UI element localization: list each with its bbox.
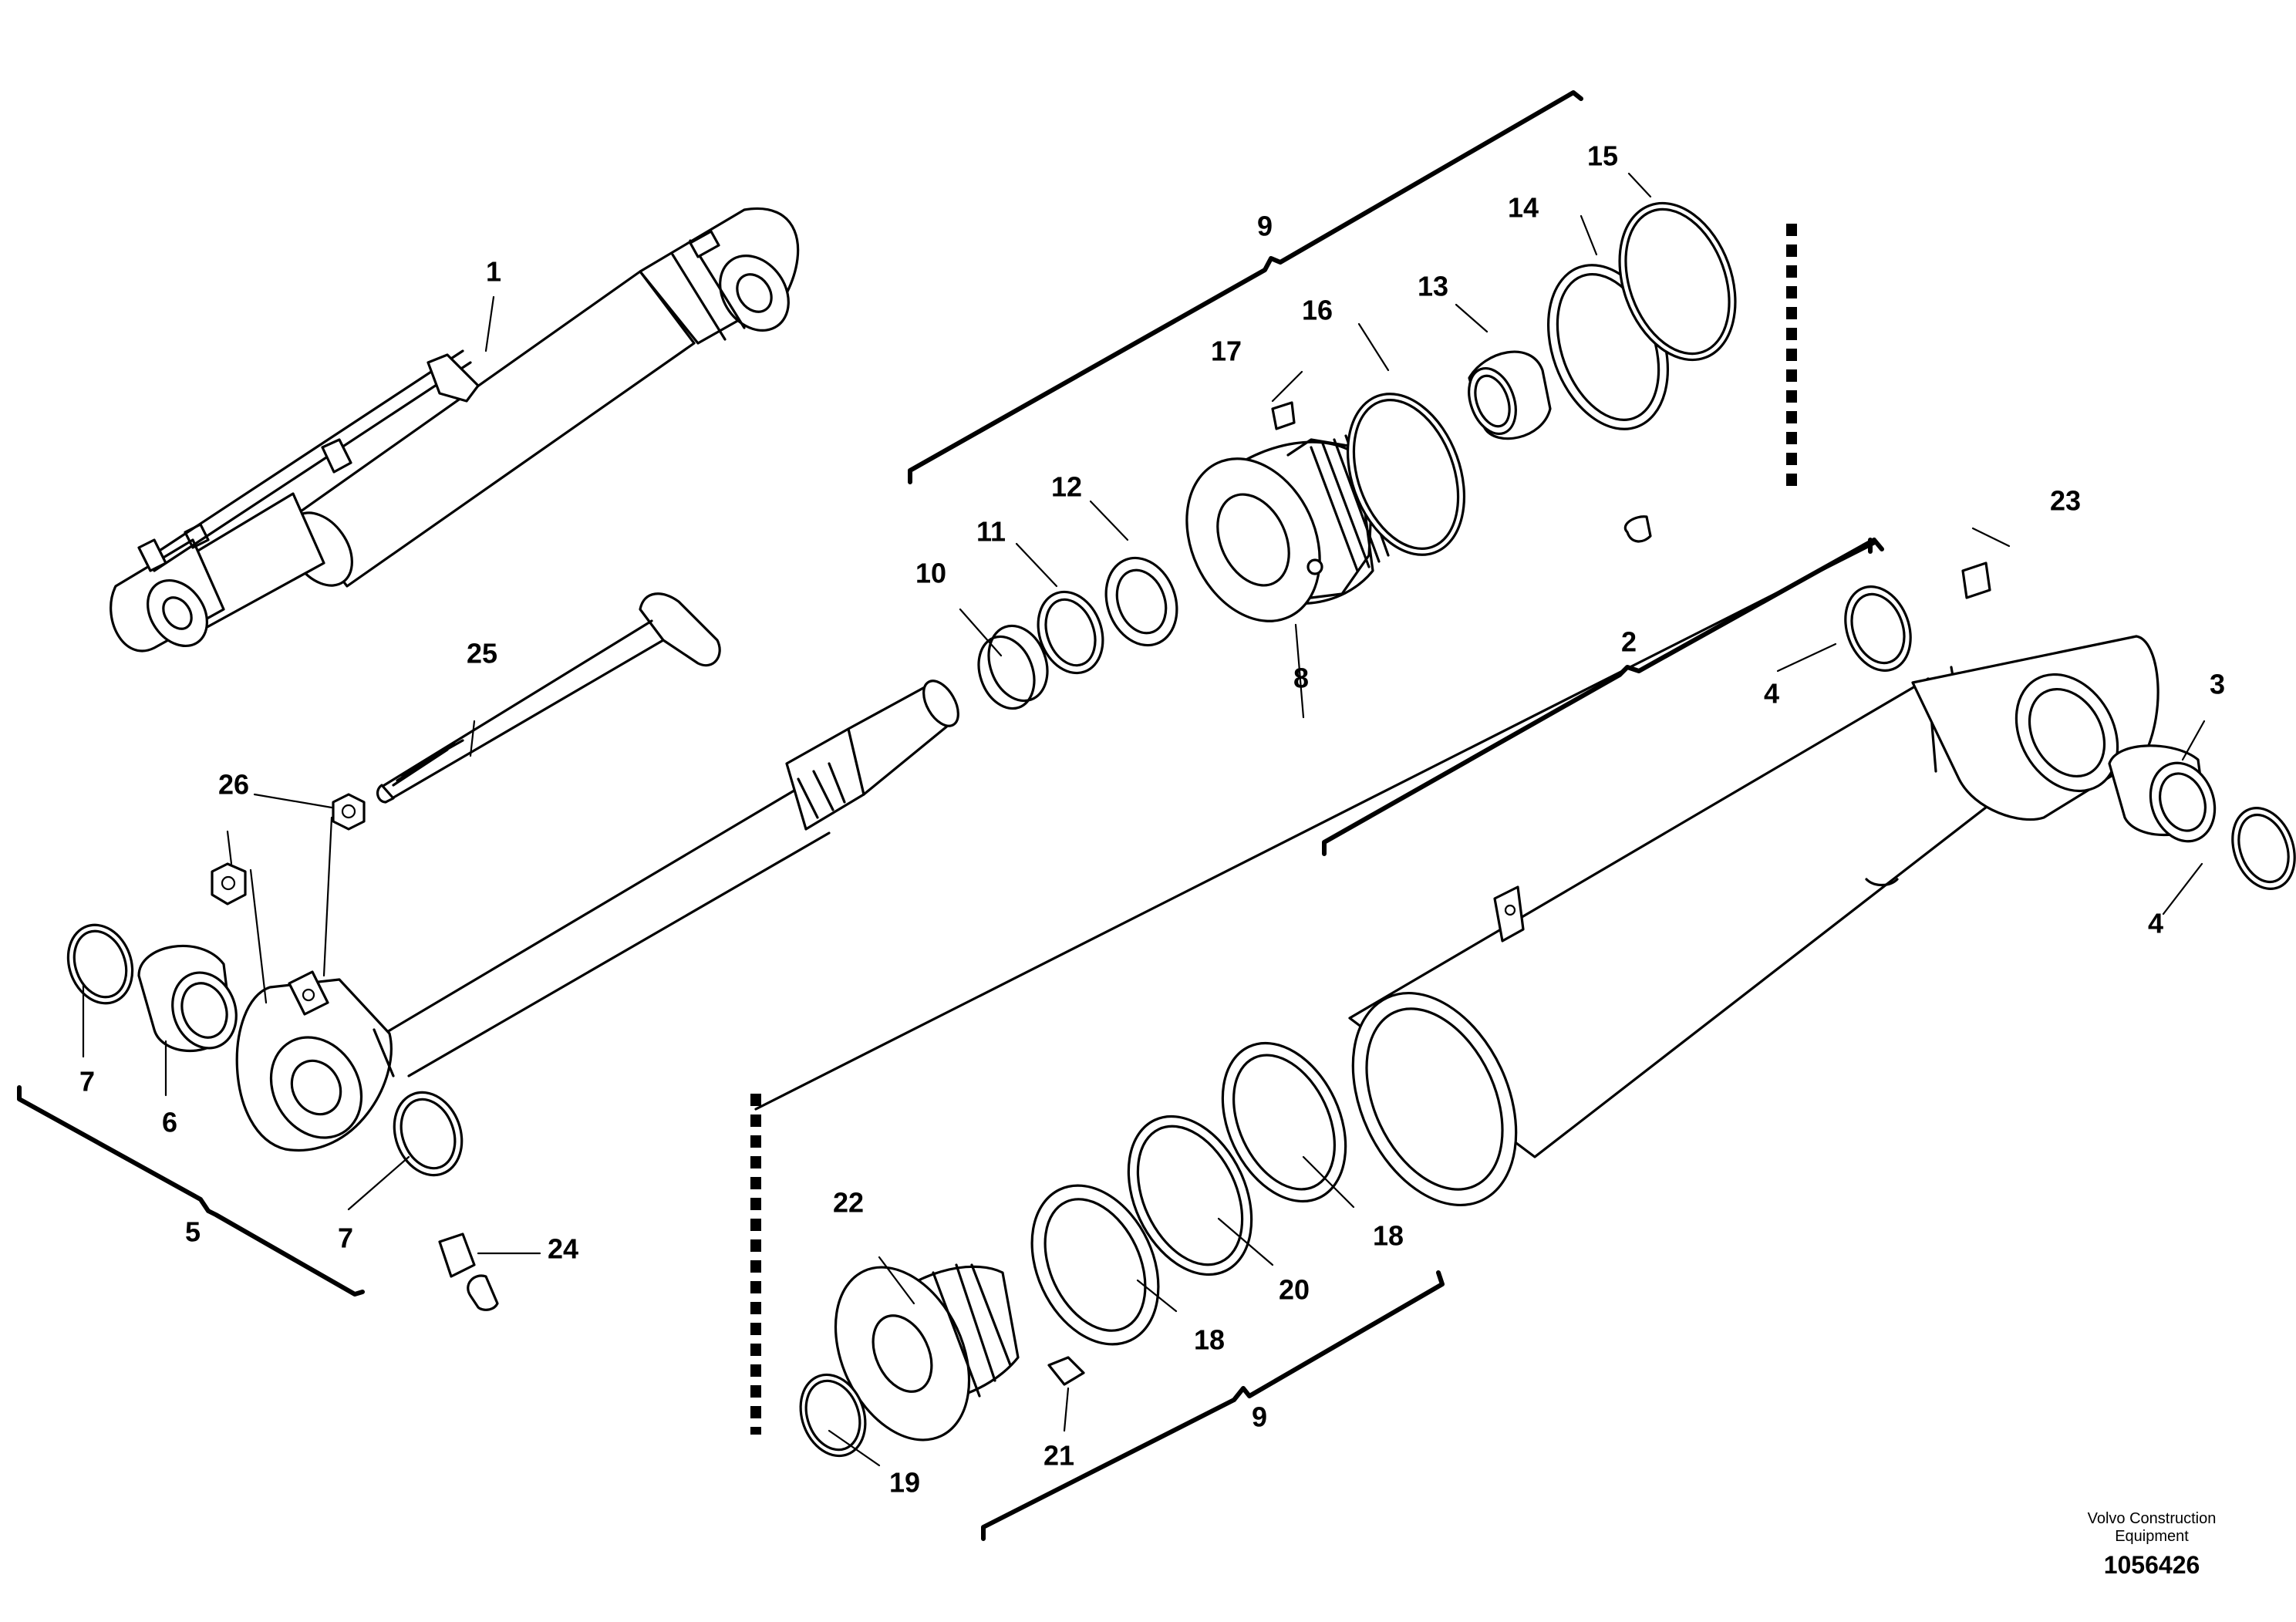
label-16: 16 (1302, 295, 1333, 326)
right-bushing-and-circlips (1844, 585, 2296, 890)
label-18a: 18 (1373, 1220, 1404, 1252)
assembled-cylinder (110, 207, 800, 653)
label-17: 17 (1211, 336, 1242, 367)
label-24: 24 (548, 1233, 578, 1265)
label-25: 25 (467, 638, 497, 669)
grease-fitting (1623, 515, 1991, 599)
brand-line-2: Equipment (2115, 1528, 2189, 1545)
label-9a: 9 (1257, 211, 1273, 242)
label-21: 21 (1043, 1440, 1074, 1472)
head-rings (1346, 201, 1737, 556)
label-7a: 7 (79, 1066, 95, 1098)
group-brackets (17, 90, 1884, 1541)
brand-line-1: Volvo Construction (2088, 1510, 2217, 1527)
grease-nipple (438, 1233, 499, 1311)
label-6: 6 (162, 1107, 177, 1138)
part-labels: 1 25 26 7 6 5 7 24 10 11 12 8 17 16 13 1… (79, 140, 2225, 1499)
hex-nuts (211, 793, 366, 905)
label-4b: 4 (2148, 908, 2163, 939)
label-20: 20 (1279, 1274, 1310, 1306)
label-22: 22 (833, 1187, 864, 1219)
left-bushing-and-circlips (66, 923, 464, 1177)
label-8: 8 (1293, 663, 1309, 694)
label-23: 23 (2050, 485, 2081, 517)
label-4a: 4 (1764, 678, 1779, 710)
label-26: 26 (218, 769, 249, 801)
label-13: 13 (1418, 271, 1448, 302)
cylinder-head (1185, 401, 1390, 622)
label-5: 5 (185, 1216, 201, 1248)
label-11: 11 (976, 516, 1006, 548)
label-14: 14 (1508, 192, 1539, 224)
label-1: 1 (486, 256, 501, 288)
piston-rod (235, 679, 959, 1152)
label-2: 2 (1621, 626, 1637, 658)
footer-block: Volvo Construction Equipment 1056426 (2088, 1510, 2217, 1579)
clamp-bolt (376, 592, 721, 804)
label-18b: 18 (1194, 1324, 1225, 1356)
label-7b: 7 (338, 1222, 353, 1254)
label-9b: 9 (1252, 1401, 1267, 1433)
label-12: 12 (1051, 471, 1082, 503)
label-15: 15 (1587, 140, 1618, 172)
leader-lines (82, 172, 2206, 1467)
label-10: 10 (915, 558, 946, 589)
label-3: 3 (2210, 669, 2225, 700)
piston-parts (799, 1041, 1347, 1458)
rod-seals (977, 556, 1178, 710)
label-19: 19 (889, 1467, 920, 1499)
cylinder-barrel (1348, 635, 2159, 1207)
drawing-number: 1056426 (2104, 1551, 2200, 1579)
